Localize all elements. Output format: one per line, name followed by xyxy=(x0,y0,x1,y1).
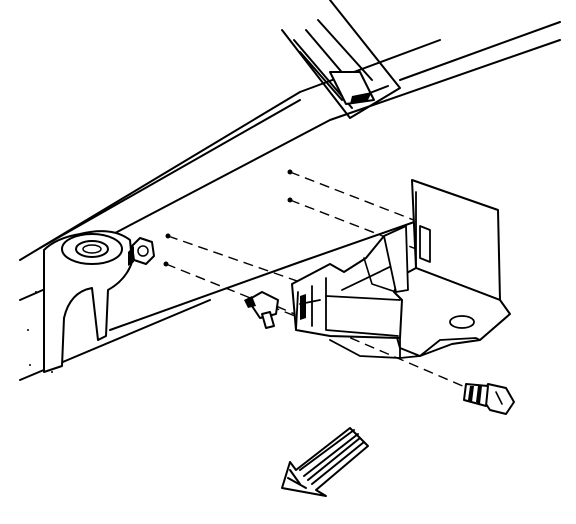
nut xyxy=(128,237,155,266)
crossmember xyxy=(281,0,401,119)
bolt xyxy=(463,383,515,415)
body-mount-boss xyxy=(43,230,133,373)
mounting-bracket xyxy=(291,179,511,359)
stud-tips xyxy=(163,169,293,267)
front-direction-arrow xyxy=(281,427,369,497)
push-pin xyxy=(244,291,279,329)
arrow-down-left-icon xyxy=(287,429,365,489)
